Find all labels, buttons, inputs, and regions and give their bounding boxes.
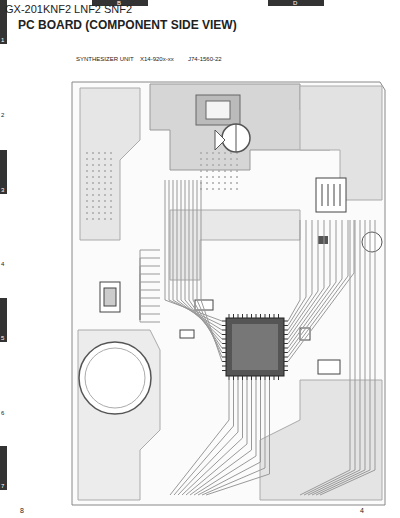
grid-number: 3 — [1, 187, 4, 193]
page-number: 4 — [360, 507, 364, 514]
grid-letter: D — [293, 0, 297, 6]
grid-number: 6 — [1, 410, 4, 416]
grid-number: 4 — [1, 261, 4, 267]
grid-letter: B — [117, 0, 121, 6]
part-number: J74-1560-22 — [188, 56, 222, 62]
unit-name: SYNTHESIZER UNIT — [76, 56, 134, 62]
grid-number: 7 — [1, 483, 4, 489]
board-heading: PC BOARD (COMPONENT SIDE VIEW) — [18, 19, 237, 31]
grid-number: 2 — [1, 112, 4, 118]
page-number: 8 — [20, 507, 24, 514]
grid-number: 5 — [1, 335, 4, 341]
model-title: GX-201KNF2 LNF2 SNF2 — [5, 4, 132, 15]
part-number: X14-920x-xx — [140, 56, 174, 62]
grid-number: 1 — [1, 37, 4, 43]
